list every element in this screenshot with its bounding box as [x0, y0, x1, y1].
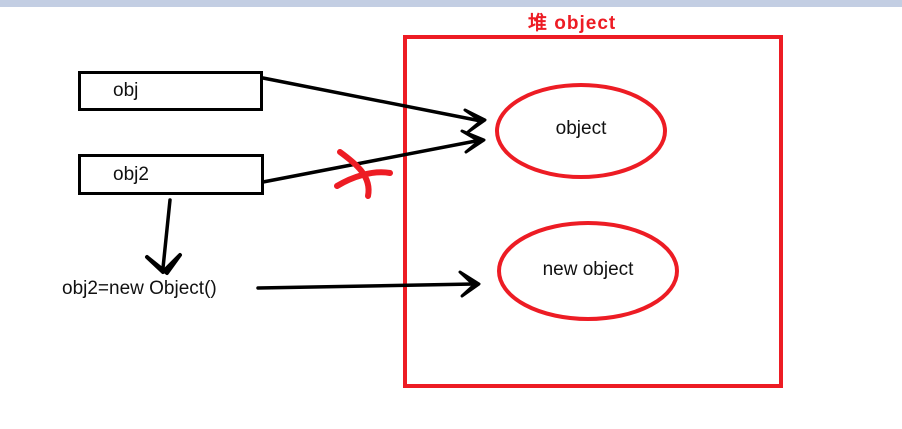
- connector-obj2-to-assignment-arrowhead: [145, 253, 182, 275]
- variable-box-obj2[interactable]: obj2: [78, 154, 264, 195]
- connector-obj2-to-assignment-line: [161, 198, 172, 270]
- cross-out-mark-stroke-1: [337, 149, 372, 199]
- variable-box-obj2-label: obj2: [113, 163, 149, 185]
- heap-title: 堆 object: [528, 13, 617, 34]
- window-top-band: [0, 0, 902, 7]
- variable-box-obj-label: obj: [113, 80, 139, 101]
- heap-region-box: [403, 35, 783, 388]
- cross-out-mark-stroke-2: [334, 169, 393, 189]
- heap-object-label: object: [555, 118, 607, 139]
- heap-new-object-label: new object: [542, 259, 634, 280]
- assignment-statement-label: obj2=new Object(): [62, 278, 217, 299]
- variable-box-obj[interactable]: obj: [78, 71, 263, 111]
